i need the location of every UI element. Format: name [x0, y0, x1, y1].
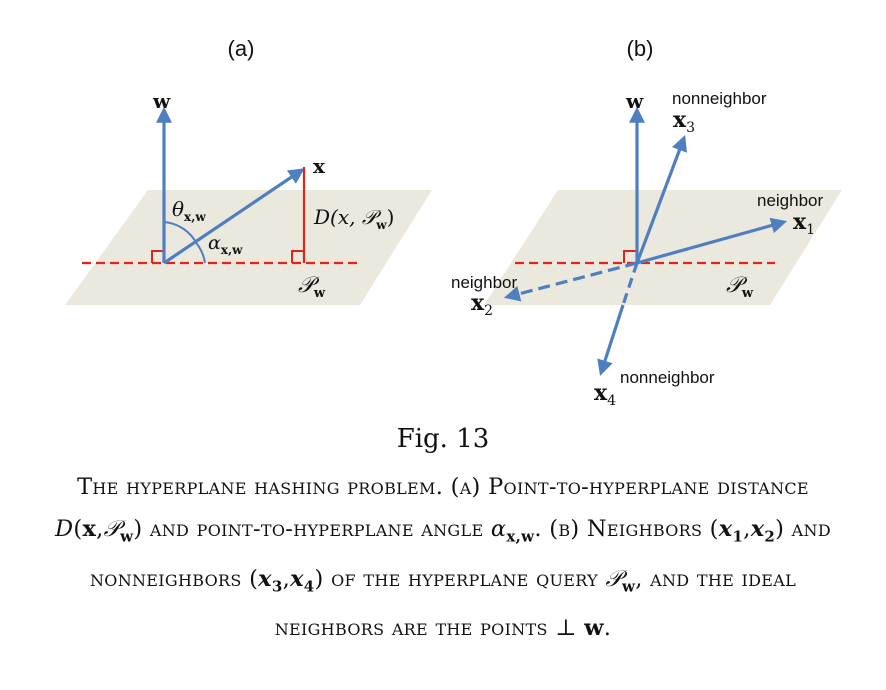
caption-text: . — [603, 615, 612, 641]
caption-math: D — [55, 516, 74, 542]
hyperplane-b — [484, 190, 842, 305]
x3-vector — [635, 135, 687, 264]
caption-math: 3 — [271, 577, 283, 595]
caption-math: 2 — [764, 527, 776, 546]
x2-vector — [503, 261, 638, 302]
panel-a-label: (a) — [228, 36, 255, 61]
caption-math: ( — [73, 516, 83, 542]
caption-math: ⊥ — [555, 615, 577, 641]
x4-label: x4 — [594, 380, 616, 409]
right-angle-marker-a — [151, 250, 164, 263]
caption-math: , — [282, 565, 291, 592]
right-angle-marker-distance — [291, 250, 304, 263]
caption-math: , — [96, 516, 104, 542]
nonneighbor-bottom-label: nonneighbor — [620, 368, 715, 387]
hyperplane-a — [65, 190, 432, 305]
caption-math: x — [258, 565, 272, 592]
x1-vector — [636, 217, 788, 265]
x-vector-a — [163, 168, 305, 265]
caption-math: x — [82, 516, 97, 542]
nonneighbor-top-label: nonneighbor — [672, 89, 767, 108]
right-angle-marker-b — [623, 250, 636, 263]
w-label-b: w — [625, 89, 644, 113]
w-label-a: w — [152, 89, 171, 113]
caption-math: x,w — [506, 527, 535, 546]
x2-label: x2 — [471, 290, 493, 319]
alpha-label: αx,w — [208, 232, 243, 257]
caption-math: w — [584, 615, 604, 641]
neighbor-right-label: neighbor — [757, 191, 824, 210]
x-label-a: x — [313, 154, 326, 178]
caption-math: 4 — [303, 577, 315, 595]
caption-math: 𝒫 — [605, 565, 622, 592]
figure-title: Fig. 13 — [396, 424, 490, 454]
x1-label: x1 — [793, 209, 815, 238]
caption-math: w — [621, 577, 636, 595]
caption-text: , and the ideal neighbors are the points — [274, 565, 797, 642]
x4-vector — [597, 304, 625, 377]
figure-caption: The hyperplane hashing problem. (a) Poin… — [40, 466, 846, 649]
caption-text: The hyperplane hashing problem. (a) Poin… — [77, 474, 809, 500]
distance-label: D(x, 𝒫w) — [313, 205, 394, 232]
caption-math: α — [490, 516, 507, 542]
caption-math: x — [718, 516, 733, 542]
figure-diagram: (a) w x θx,w αx,w D(x, 𝒫w) 𝒫w (b) w nonn… — [65, 36, 842, 409]
panel-b-label: (b) — [627, 36, 654, 61]
caption-math: , — [743, 516, 751, 542]
caption-math: x — [290, 565, 304, 592]
alpha-arc — [196, 243, 206, 264]
x4-vector-dashed — [621, 262, 639, 306]
theta-label: θx,w — [172, 197, 206, 224]
caption-text: . (b) Neighbors ( — [534, 516, 719, 542]
x3-label: x3 — [673, 107, 695, 136]
caption-math: 1 — [732, 527, 744, 546]
caption-math: 𝒫 — [103, 516, 121, 542]
caption-text: ) and nonneighbors ( — [89, 516, 831, 592]
caption-math: ) — [133, 516, 143, 542]
caption-math: x — [750, 516, 765, 542]
caption-text: ) of the hyperplane query — [314, 565, 606, 592]
neighbor-left-label: neighbor — [451, 273, 518, 292]
caption-text: and point-to-hyperplane angle — [142, 516, 491, 542]
caption-math: w — [120, 527, 134, 546]
